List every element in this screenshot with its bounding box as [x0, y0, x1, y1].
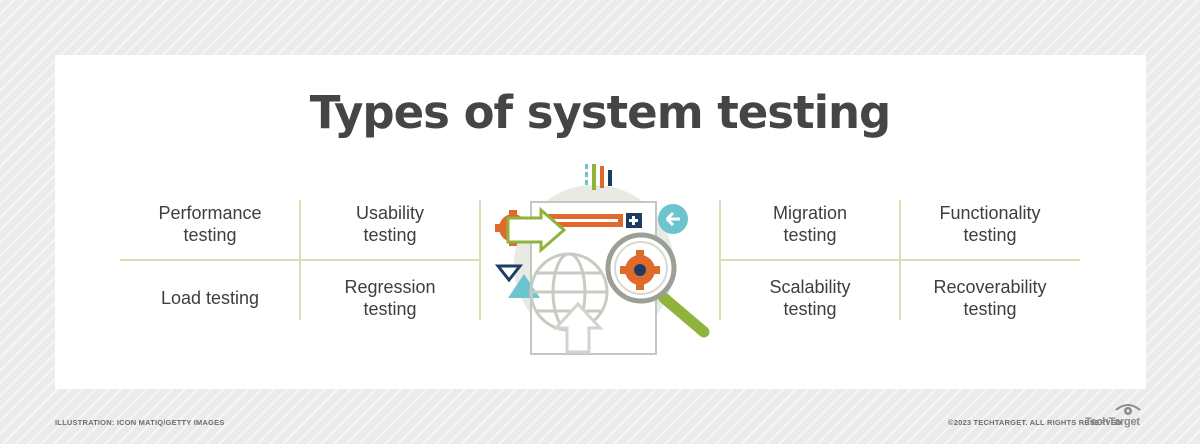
back-arrow-icon	[658, 204, 688, 234]
label-usability-testing: Usability testing	[355, 203, 425, 245]
magnifier-icon	[605, 232, 710, 338]
page-title: Types of system testing	[309, 86, 892, 139]
label-performance-testing: Performance testing	[158, 203, 262, 245]
label-functionality-testing: Functionality testing	[939, 203, 1041, 245]
search-bar	[548, 213, 642, 228]
copyright-notice: ©2023 TECHTARGET. ALL RIGHTS RESERVED	[948, 418, 1122, 427]
right-grid-edge-divider	[719, 200, 721, 320]
brand-name: TechTarget	[1085, 416, 1140, 428]
label-recoverability-testing: Recoverability testing	[933, 277, 1047, 319]
forward-arrow-icon	[506, 206, 567, 254]
signal-bars-icon	[585, 164, 612, 190]
left-grid-edge-divider	[479, 200, 481, 320]
techtarget-logo-icon	[1115, 404, 1141, 415]
label-migration-testing: Migration testing	[772, 203, 848, 245]
label-regression-testing: Regression testing	[344, 277, 436, 319]
right-grid-center-divider	[899, 200, 901, 320]
system-testing-illustration	[494, 164, 710, 355]
left-grid-center-divider	[299, 200, 301, 320]
triangle-down-icon	[494, 264, 524, 283]
label-load-testing: Load testing	[160, 288, 260, 308]
illustration-credit: ILLUSTRATION: ICON MATIQ/GETTY IMAGES	[55, 418, 225, 427]
label-scalability-testing: Scalability testing	[769, 277, 851, 319]
upload-arrow-icon	[552, 301, 604, 354]
techtarget-logo: TechTarget	[1085, 402, 1145, 428]
